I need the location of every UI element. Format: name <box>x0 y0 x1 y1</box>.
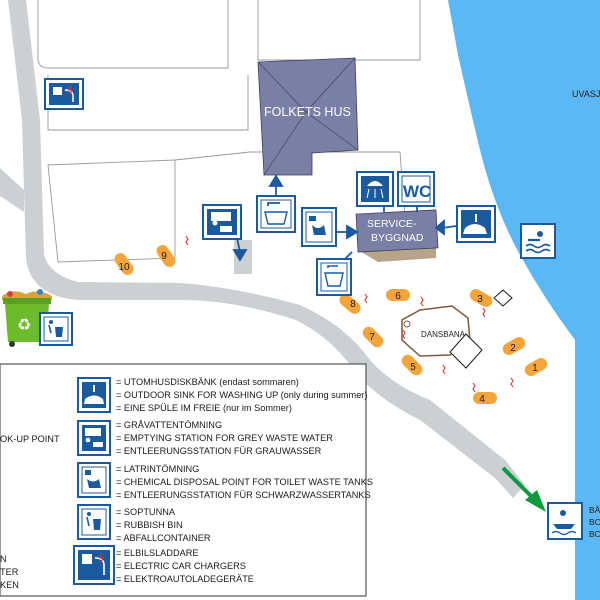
ev-charger-icon[interactable] <box>44 78 84 110</box>
dance-marker-dot <box>403 320 411 328</box>
folkets-hus-label: FOLKETS HUS <box>264 105 351 119</box>
legend-chemical-disposal-icon <box>77 462 111 498</box>
left-cutoff-n: N <box>0 554 7 564</box>
pitch-marker <box>469 289 493 307</box>
direction-arrow <box>501 466 546 512</box>
pitches: 1 2 3 4 5 6 7 8 9 10 <box>112 243 550 405</box>
legend-line: = EMPTYING STATION FOR GREY WASTE WATER <box>116 433 333 443</box>
stage-platform <box>449 333 483 369</box>
legend-outdoor-sink-icon <box>77 377 111 413</box>
legend-line: = ELEKTROAUTOLADEGERÄTE <box>116 574 254 584</box>
legend-line: = GRÅVATTENTÖMNING <box>116 420 222 430</box>
pitch-marker <box>386 289 410 301</box>
connector-lines <box>232 174 457 262</box>
legend-line: = ELECTRIC CAR CHARGERS <box>116 561 246 571</box>
legend-entry-ev-charger: = ELBILSLADDARE = ELECTRIC CAR CHARGERS … <box>116 548 254 584</box>
boat-label-2: BO <box>589 517 600 527</box>
legend-line: = SOPTUNNA <box>116 507 176 517</box>
folkets-hus-roof-lines <box>257 57 359 176</box>
legend-entry-grey-water: = GRÅVATTENTÖMNING = EMPTYING STATION FO… <box>116 420 333 456</box>
pitch-number: 6 <box>395 291 401 302</box>
service-building <box>355 209 439 253</box>
legend-line: = OUTDOOR SINK FOR WASHING UP (only duri… <box>116 390 367 400</box>
service-label-1: SERVICE- <box>367 218 417 230</box>
pitch-marker <box>114 253 134 275</box>
pitch-7[interactable]: 7 <box>360 324 385 349</box>
left-cutoff-ter: TER <box>0 567 19 577</box>
pitch-number: 8 <box>350 299 356 310</box>
service-label-2: BYGGNAD <box>371 232 424 244</box>
pitch-number: 7 <box>369 332 375 343</box>
dance-floor <box>401 305 471 357</box>
pitch-number: 2 <box>510 343 516 354</box>
legend-entry-outdoor-sink: = UTOMHUSDISKBÄNK (endast sommaren) = OU… <box>116 377 367 413</box>
legend-line: = UTOMHUSDISKBÄNK (endast sommaren) <box>116 377 299 387</box>
toilet-icon-label: WC <box>403 182 431 201</box>
pitch-number: 5 <box>410 362 416 373</box>
legend-line: = ABFALLCONTAINER <box>116 533 211 543</box>
sink-near-path-icon[interactable] <box>316 258 352 296</box>
boat-label-1: BÅ <box>589 505 600 515</box>
pitch-6[interactable]: 6 <box>386 289 410 302</box>
pitch-3[interactable]: 3 <box>468 287 495 309</box>
legend-panel: OK-UP POINT N TER KEN <box>0 363 367 597</box>
pitch-marker <box>362 326 384 348</box>
legend-rubbish-bin-icon <box>77 504 111 540</box>
pitch-marker <box>156 245 176 267</box>
lake <box>448 0 600 600</box>
grey-water-station-icon[interactable] <box>202 204 242 240</box>
pitch-number: 10 <box>118 262 130 273</box>
pitch-4[interactable]: 4 <box>473 392 497 405</box>
outdoor-sink-map-icon[interactable] <box>256 195 296 233</box>
pitch-marker <box>502 337 526 355</box>
pitch-number: 3 <box>477 294 483 305</box>
rubbish-bin-map-icon[interactable] <box>39 312 73 346</box>
chemical-disposal-map-icon[interactable] <box>301 207 337 247</box>
legend-entry-rubbish-bin: = SOPTUNNA = RUBBISH BIN = ABFALLCONTAIN… <box>116 507 211 543</box>
pitch-number: 4 <box>479 394 485 405</box>
dance-floor-label: DANSBANA <box>421 330 466 339</box>
left-cutoff-ken: KEN <box>0 580 19 590</box>
legend-line: = ENTLEERUNGSSTATION FÜR GRAUWASSER <box>116 446 322 456</box>
left-cutoff-pickup: OK-UP POINT <box>0 434 60 444</box>
pitch-2[interactable]: 2 <box>501 335 528 357</box>
pitch-number: 9 <box>161 251 167 262</box>
legend-ev-charger-icon <box>73 545 115 585</box>
power-hookups <box>185 235 514 393</box>
legend-line: = EINE SPÜLE IM FREIE (nur im Sommer) <box>116 403 292 413</box>
legend-line: = CHEMICAL DISPOSAL POINT FOR TOILET WAS… <box>116 477 373 487</box>
pitch-number: 1 <box>532 363 538 374</box>
legend-entry-chemical-disposal: = LATRINTÖMNING = CHEMICAL DISPOSAL POIN… <box>116 464 373 500</box>
lake-label: UVASJ <box>572 89 600 99</box>
pitch-8[interactable]: 8 <box>337 292 363 317</box>
pitch-marker <box>401 354 423 376</box>
pitch-10[interactable]: 10 <box>112 251 136 278</box>
pitch-marker <box>524 358 548 376</box>
pitch-marker <box>339 294 361 314</box>
pitch-1[interactable]: 1 <box>523 356 550 378</box>
boat-launch-icon[interactable] <box>547 502 583 540</box>
legend-line: = ENTLEERUNGSSTATION FÜR SCHWARZWASSERTA… <box>116 490 371 500</box>
legend-line: = ELBILSLADDARE <box>116 548 198 558</box>
outdoor-sink-service-icon[interactable] <box>456 205 496 243</box>
pitch-marker <box>473 392 497 404</box>
legend-line: = LATRINTÖMNING <box>116 464 199 474</box>
recycling-bin: ♻ <box>2 289 52 347</box>
legend-line: = RUBBISH BIN <box>116 520 183 530</box>
recycle-glyph: ♻ <box>17 317 31 334</box>
swimming-icon[interactable] <box>520 223 556 259</box>
marker-diamond <box>493 289 513 307</box>
boat-label-3: BO <box>589 529 600 539</box>
pitch-5[interactable]: 5 <box>399 352 424 377</box>
toilet-icon[interactable]: WC <box>397 171 435 207</box>
legend-grey-water-icon <box>77 420 111 456</box>
pitch-9[interactable]: 9 <box>154 243 178 270</box>
shower-icon[interactable] <box>356 171 394 207</box>
